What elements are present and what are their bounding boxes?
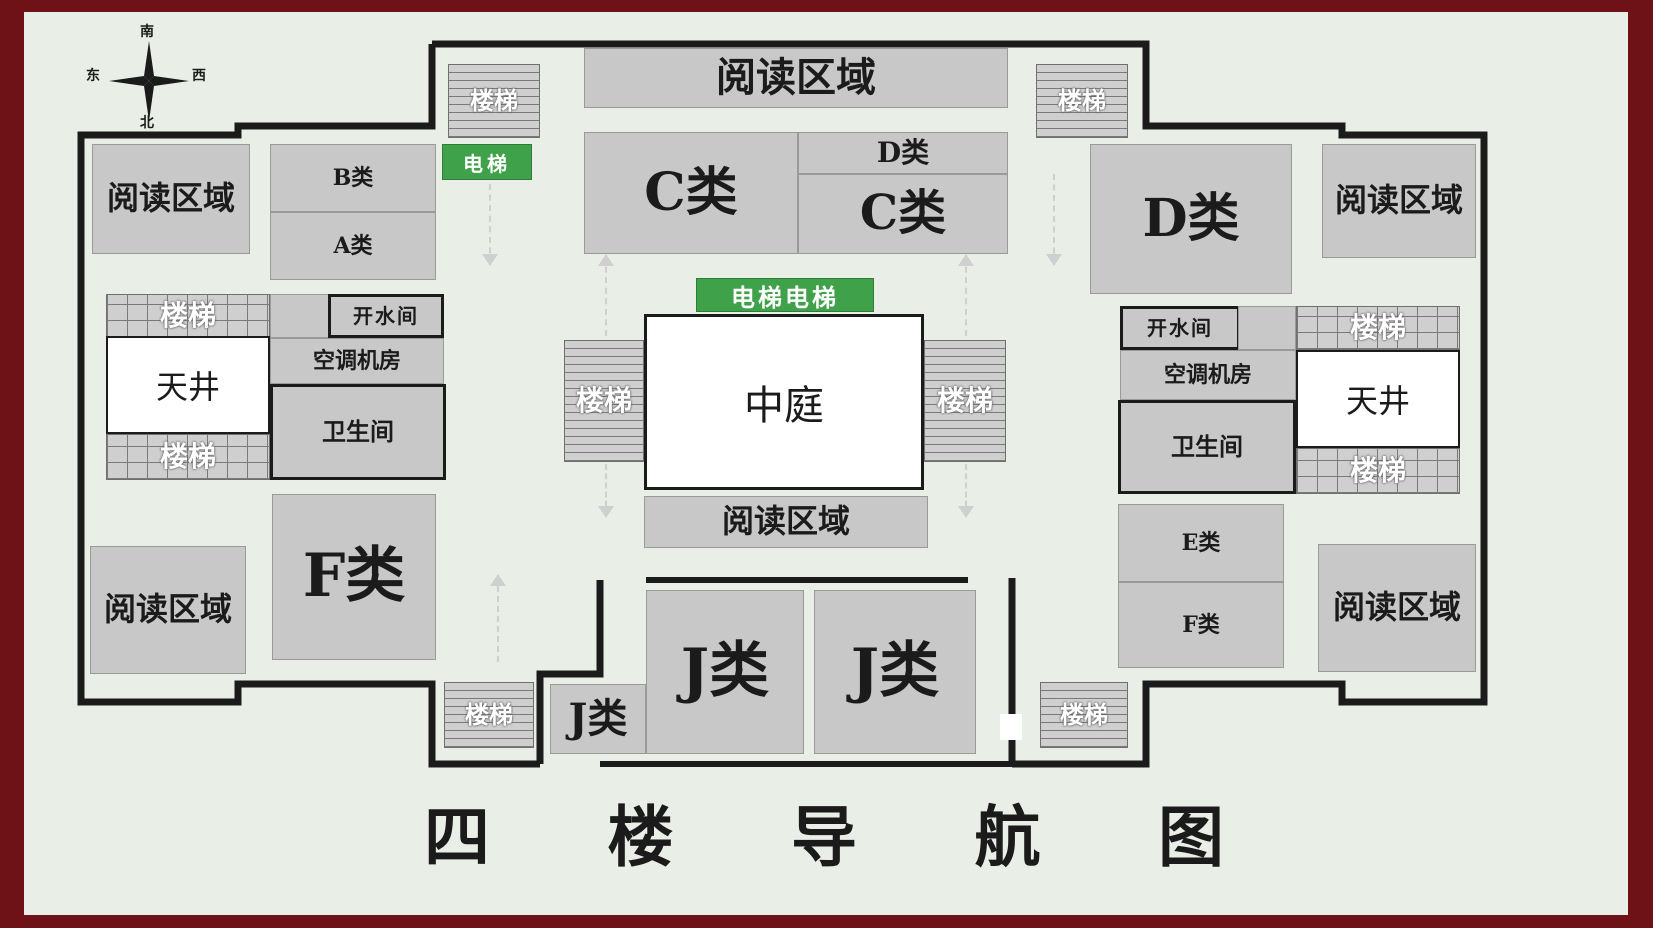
outer-wall-left [77, 44, 540, 768]
toilet-right: 卫生间 [1118, 400, 1296, 494]
title-char: 航 [974, 798, 1041, 876]
shelf-b: B类 [270, 144, 436, 212]
reading-area-right-top: 阅读区域 [1322, 144, 1476, 258]
compass-west-label: 西 [192, 68, 206, 84]
arrow-down-right [1046, 174, 1062, 266]
stairs-center-left: 楼梯 [564, 340, 644, 462]
stairs-right-upper: 楼梯 [1296, 306, 1460, 350]
arrow-down-left [482, 184, 498, 266]
courtyard: 中庭 [644, 314, 924, 490]
elevator-center: 电梯电梯 [696, 278, 874, 312]
shelf-j-small: J类 [550, 684, 646, 754]
arrow-center-left-up [598, 254, 614, 336]
stairs-top-left: 楼梯 [448, 64, 540, 138]
title-char: 图 [1158, 798, 1224, 876]
shelf-d-large: D类 [1090, 144, 1292, 294]
inner-wall-left [536, 580, 604, 764]
shelf-d-small: D类 [798, 132, 1008, 174]
reading-area-center: 阅读区域 [644, 496, 928, 548]
map-frame: 南 北 东 西 阅读区域 楼梯 电梯 楼梯 阅读区域 B类 A类 C类 D类 C… [24, 12, 1628, 915]
title-char: 楼 [607, 798, 674, 876]
shelf-f-small: F类 [1118, 582, 1284, 668]
shelf-c-large: C类 [584, 132, 798, 254]
title-char: 导 [791, 798, 857, 876]
stairs-center-right: 楼梯 [924, 340, 1006, 462]
reading-area-left-top: 阅读区域 [92, 144, 250, 254]
elevator-top-left: 电梯 [442, 144, 532, 180]
ac-room-right: 空调机房 [1120, 350, 1296, 400]
shelf-e: E类 [1118, 504, 1284, 582]
stairs-left-lower: 楼梯 [106, 434, 270, 480]
shelf-j-left: J类 [646, 590, 804, 754]
right-filler [1238, 306, 1296, 350]
title-char: 四 [424, 798, 490, 876]
arrow-center-right-down [958, 464, 974, 518]
water-room-left: 开水间 [328, 294, 444, 338]
atrium-left: 天井 [106, 336, 270, 434]
reading-area-top: 阅读区域 [584, 48, 1008, 108]
left-filler [270, 294, 330, 338]
stairs-bottom-left: 楼梯 [444, 682, 534, 748]
toilet-left: 卫生间 [270, 384, 446, 480]
arrow-center-right-up [958, 254, 974, 336]
compass-icon [109, 41, 189, 121]
atrium-right: 天井 [1296, 350, 1460, 448]
arrow-center-left-down [598, 464, 614, 518]
shelf-c-right: C类 [798, 174, 1008, 254]
reading-area-right-bottom: 阅读区域 [1318, 544, 1476, 672]
stairs-right-lower: 楼梯 [1296, 448, 1460, 494]
shelf-f-large: F类 [272, 494, 436, 660]
stairs-bottom-right: 楼梯 [1040, 682, 1128, 748]
compass-north-label: 北 [140, 115, 154, 131]
stairs-left-upper: 楼梯 [106, 294, 270, 338]
reading-area-left-bottom: 阅读区域 [90, 546, 246, 674]
shelf-j-right: J类 [814, 590, 976, 754]
map-title: 四 楼 导 航 图 [424, 792, 1224, 876]
ac-room-left: 空调机房 [270, 338, 444, 384]
compass-south-label: 南 [140, 24, 154, 40]
stairs-top-right: 楼梯 [1036, 64, 1128, 138]
shelf-a: A类 [270, 212, 436, 280]
outer-wall [432, 40, 1488, 768]
compass-east-label: 东 [86, 68, 100, 84]
water-room-right: 开水间 [1120, 306, 1240, 350]
arrow-up-lower-left [490, 574, 506, 662]
building-outline [77, 40, 1488, 768]
door-marker [1000, 714, 1022, 740]
